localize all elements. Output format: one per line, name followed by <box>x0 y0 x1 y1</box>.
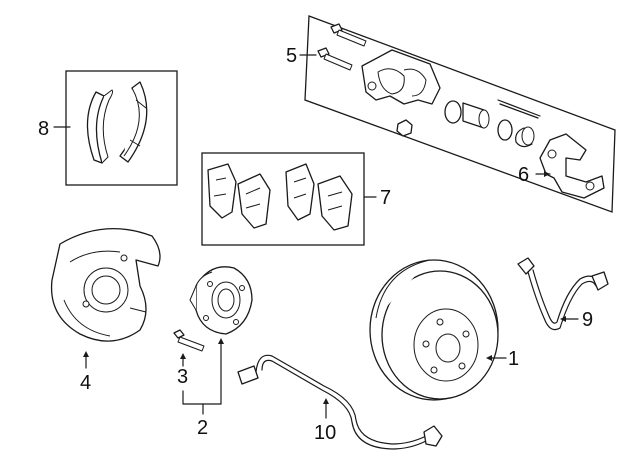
guide-pin-bolt-upper <box>330 23 367 47</box>
rotor-center-bore <box>435 333 461 363</box>
callout-10: 10 <box>314 422 336 444</box>
bleeder-screw <box>396 119 413 137</box>
hub-bearing-group: 3 2 <box>173 266 253 439</box>
brake-hose-group: 9 <box>517 257 609 331</box>
backing-plate-group: 4 <box>50 227 161 394</box>
abs-sensor-connector <box>237 365 259 385</box>
caliper-body <box>361 49 441 105</box>
caliper-panel <box>304 15 616 213</box>
brake-hose <box>527 271 597 331</box>
callout-5: 5 <box>286 45 297 67</box>
brake-hose-fitting-top <box>517 257 535 275</box>
callout-3: 3 <box>177 366 188 388</box>
brake-pads-group: 7 <box>201 152 391 246</box>
brake-shoes-group: 8 <box>38 70 178 186</box>
callout-8: 8 <box>38 118 49 140</box>
brake-rotor-group: 1 <box>369 259 519 401</box>
pad-wear-clip <box>497 99 541 119</box>
piston-seal <box>444 100 462 124</box>
brake-shoe-left-lining <box>101 89 114 164</box>
brake-pads-box <box>201 152 365 246</box>
brake-shoe-left <box>86 91 105 164</box>
callout-1: 1 <box>508 348 519 370</box>
brake-pad-2 <box>237 173 271 229</box>
abs-sensor-head <box>423 425 443 447</box>
hub-bolt <box>173 329 205 352</box>
brake-pad-4 <box>317 175 353 231</box>
guide-pin-bolt-lower <box>317 47 353 71</box>
callout-2: 2 <box>197 417 208 439</box>
brake-shoe-right-web <box>123 87 147 157</box>
piston-boot <box>497 119 513 141</box>
caliper-bracket <box>539 133 605 199</box>
callout-7: 7 <box>380 187 391 209</box>
piston <box>462 102 490 129</box>
callout-6: 6 <box>518 164 529 186</box>
abs-sensor-wire <box>255 354 427 445</box>
callout-9: 9 <box>582 309 593 331</box>
caliper-assembly-group: 5 <box>286 15 616 213</box>
retaining-ring <box>515 127 533 148</box>
abs-sensor-group: 10 <box>237 354 443 450</box>
brake-hose-fitting-end <box>591 271 609 291</box>
caliper-bracket-group: 6 <box>518 133 605 199</box>
brake-shoes-box <box>65 70 178 186</box>
brake-pad-1 <box>207 163 237 219</box>
callout-4: 4 <box>80 372 91 394</box>
brake-pad-3 <box>285 163 315 221</box>
